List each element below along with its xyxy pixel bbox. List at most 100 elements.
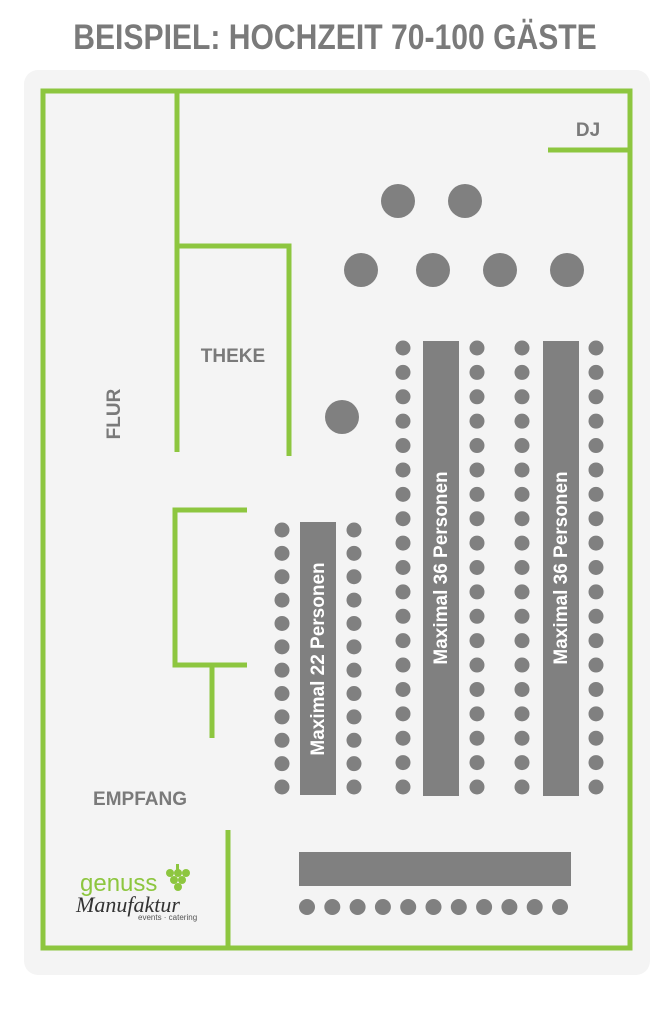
round-table xyxy=(448,184,482,218)
chair xyxy=(274,662,290,678)
chair xyxy=(395,389,411,405)
chair xyxy=(588,389,604,405)
chair xyxy=(274,522,290,538)
page-title: BEISPIEL: HOCHZEIT 70-100 GÄSTE xyxy=(73,18,597,57)
table-left-label: Maximal 22 Personen xyxy=(308,562,329,755)
chair xyxy=(395,608,411,624)
chair xyxy=(469,486,485,502)
chair xyxy=(274,569,290,585)
chair xyxy=(526,899,543,915)
wall-theke xyxy=(177,243,292,456)
chair xyxy=(514,364,530,380)
furniture xyxy=(274,184,604,915)
chair xyxy=(514,389,530,405)
chair xyxy=(514,438,530,454)
chair xyxy=(514,413,530,429)
chair xyxy=(588,560,604,575)
round-table xyxy=(416,253,450,287)
chair xyxy=(469,364,485,380)
chair xyxy=(588,535,604,551)
chair xyxy=(588,364,604,380)
chair xyxy=(346,662,362,678)
logo-line1: genuss xyxy=(80,870,157,897)
chair xyxy=(346,569,362,585)
chair xyxy=(274,686,290,702)
chair xyxy=(514,511,530,527)
chair xyxy=(346,545,362,561)
chair xyxy=(514,608,530,624)
chair xyxy=(274,592,290,608)
label-theke: THEKE xyxy=(201,346,265,367)
table-right-label: Maximal 36 Personen xyxy=(551,471,572,664)
logo-line2: Manufaktur xyxy=(75,892,180,917)
chair xyxy=(395,657,411,673)
chair xyxy=(450,899,467,915)
chair xyxy=(469,706,485,722)
chair xyxy=(324,899,341,915)
chair xyxy=(588,413,604,429)
chair xyxy=(469,340,485,356)
logo: genuss Manufaktur events · catering xyxy=(75,864,197,922)
chair xyxy=(514,779,530,795)
chair xyxy=(469,755,485,771)
chair xyxy=(588,706,604,722)
chair xyxy=(469,730,485,746)
chair xyxy=(469,657,485,673)
chair xyxy=(395,779,411,795)
chair xyxy=(552,899,568,915)
buffet-table xyxy=(299,852,571,886)
round-table xyxy=(381,184,415,218)
chair xyxy=(588,779,604,795)
chair xyxy=(514,462,530,478)
grape-icon xyxy=(166,864,190,891)
chair xyxy=(588,608,604,624)
chair xyxy=(395,486,411,502)
chair xyxy=(395,706,411,722)
chair xyxy=(588,730,604,746)
chair xyxy=(395,560,411,575)
chair xyxy=(514,755,530,771)
chair xyxy=(349,899,366,915)
chair xyxy=(501,899,518,915)
chair xyxy=(476,899,493,915)
label-flur: FLUR xyxy=(104,388,125,439)
chair xyxy=(588,584,604,600)
chair xyxy=(395,340,411,356)
chair xyxy=(274,756,290,772)
chair xyxy=(274,779,290,795)
label-empfang: EMPFANG xyxy=(93,789,187,810)
chair xyxy=(514,486,530,502)
chair xyxy=(469,438,485,454)
chair xyxy=(469,389,485,405)
chair xyxy=(274,639,290,655)
chair xyxy=(395,535,411,551)
chair xyxy=(346,686,362,702)
chair xyxy=(346,639,362,655)
chair xyxy=(274,615,290,631)
chair xyxy=(346,709,362,725)
outer-wall xyxy=(40,88,633,951)
label-dj: DJ xyxy=(576,120,600,141)
walls xyxy=(40,88,633,951)
chair xyxy=(395,755,411,771)
chair xyxy=(395,633,411,649)
round-table xyxy=(325,400,359,434)
long-table-left xyxy=(300,522,336,795)
chair xyxy=(514,633,530,649)
chair xyxy=(588,438,604,454)
chair xyxy=(299,899,315,915)
chair xyxy=(469,560,485,575)
chair xyxy=(588,486,604,502)
chair xyxy=(274,709,290,725)
round-table xyxy=(483,253,517,287)
chair xyxy=(274,732,290,748)
chair xyxy=(395,730,411,746)
chair xyxy=(469,511,485,527)
round-table xyxy=(550,253,584,287)
chair xyxy=(588,511,604,527)
chair xyxy=(514,340,530,356)
chair xyxy=(469,633,485,649)
chair xyxy=(588,681,604,697)
chair xyxy=(588,340,604,356)
